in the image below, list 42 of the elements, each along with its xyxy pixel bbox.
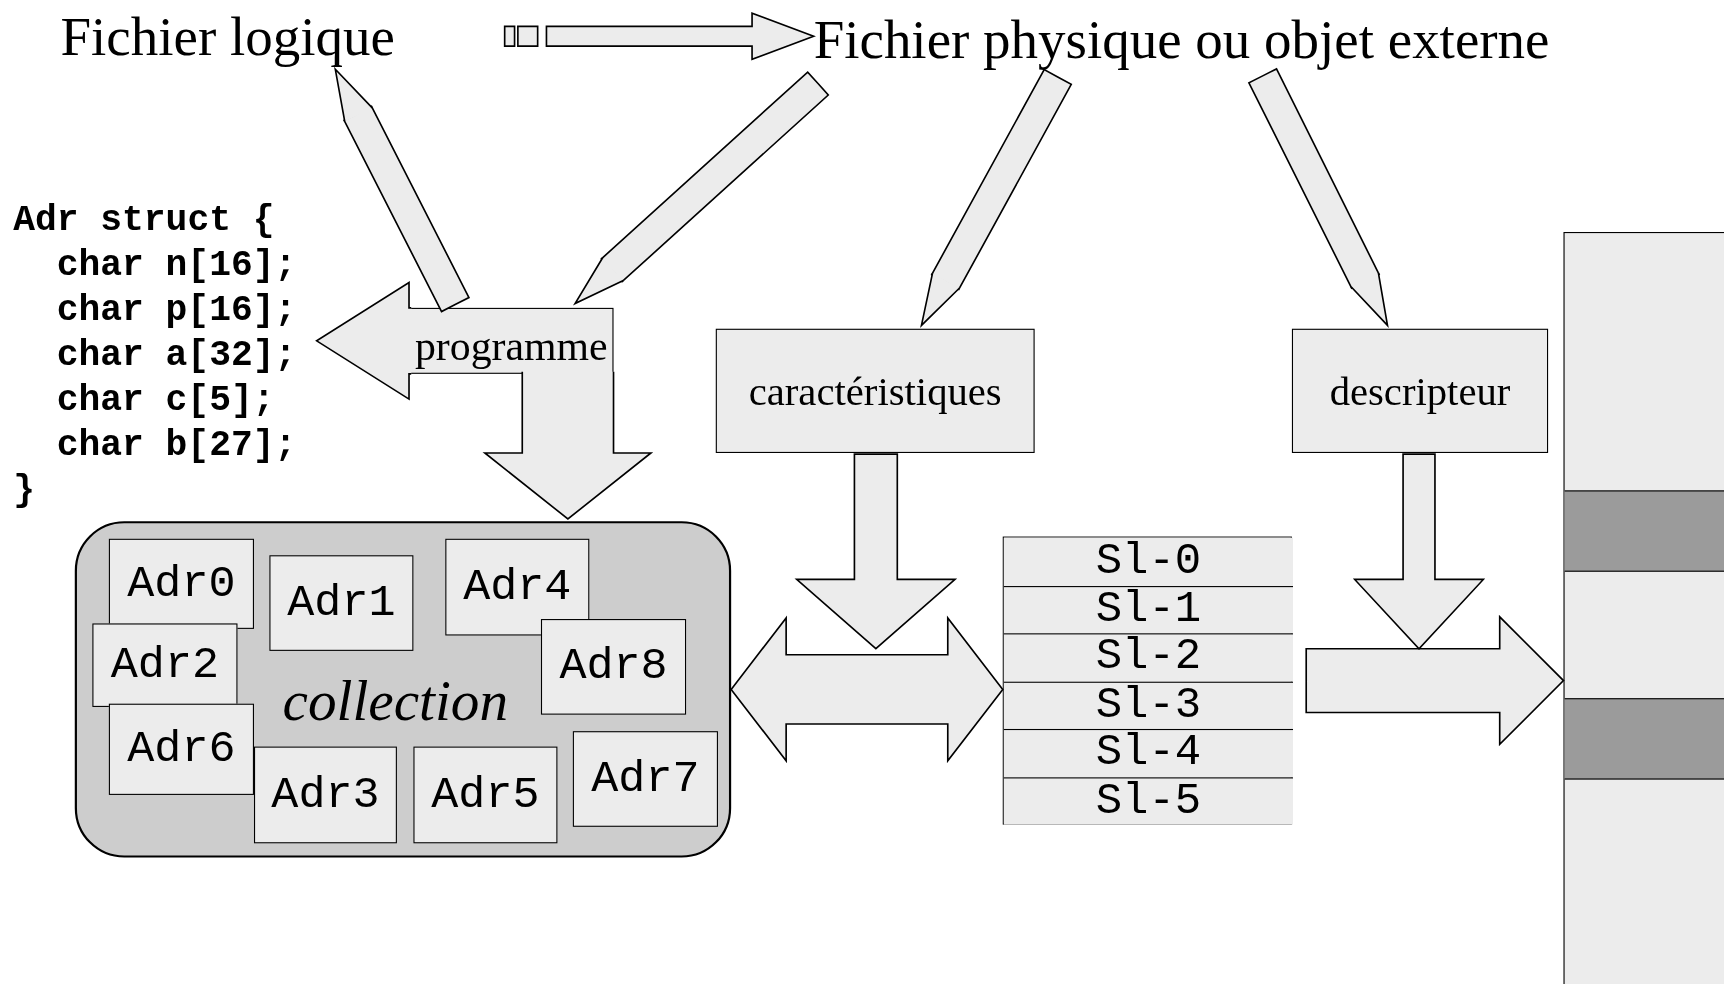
slot-row: Sl-5 xyxy=(1003,776,1293,825)
block-arrow xyxy=(730,615,1004,764)
code-line: } xyxy=(13,469,36,514)
slot-row: Sl-3 xyxy=(1003,681,1293,729)
record-box: Adr1 xyxy=(269,555,414,651)
record-box: Adr3 xyxy=(254,746,397,844)
label-box: descripteur xyxy=(1291,328,1549,453)
code-line: Adr struct { xyxy=(13,199,276,243)
pointer-arrow xyxy=(334,68,471,313)
code-line: char c[5]; xyxy=(55,379,276,424)
slot-table xyxy=(1002,536,1292,825)
storage-bar-drawing xyxy=(1563,232,1724,984)
block-arrow xyxy=(482,370,654,520)
record-box: Adr4 xyxy=(445,538,590,636)
record-box: Adr2 xyxy=(92,623,238,707)
block-arrow xyxy=(315,281,413,401)
record-box: Adr7 xyxy=(572,731,718,827)
code-line: char n[16]; xyxy=(55,244,298,288)
record-box: Adr5 xyxy=(413,746,558,844)
pointer-arrow xyxy=(574,70,830,305)
block-arrow xyxy=(503,12,816,61)
block-arrow xyxy=(794,453,958,650)
slot-row: Sl-4 xyxy=(1003,728,1293,777)
record-box: Adr6 xyxy=(108,703,254,795)
block-arrow-body: programme xyxy=(409,307,614,374)
record-box: Adr0 xyxy=(108,538,254,629)
collection-panel xyxy=(74,521,732,858)
slot-row: Sl-1 xyxy=(1003,585,1293,634)
block-arrow xyxy=(1305,614,1565,747)
pointer-arrow xyxy=(920,68,1073,327)
slot-row: Sl-2 xyxy=(1003,633,1293,682)
heading-text: Fichier logique xyxy=(60,5,501,68)
code-line: char b[27]; xyxy=(55,424,298,469)
label-box: caractéristiques xyxy=(715,328,1035,453)
slot-row: Sl-0 xyxy=(1003,537,1293,586)
heading-text: Fichier physique ou objet externe xyxy=(813,8,1683,71)
code-line: char p[16]; xyxy=(55,289,298,333)
code-line: char a[32]; xyxy=(55,334,298,379)
collection-label: collection xyxy=(282,668,508,735)
block-arrow xyxy=(1352,453,1486,650)
record-box: Adr8 xyxy=(540,619,687,715)
pointer-arrow xyxy=(1247,67,1389,327)
